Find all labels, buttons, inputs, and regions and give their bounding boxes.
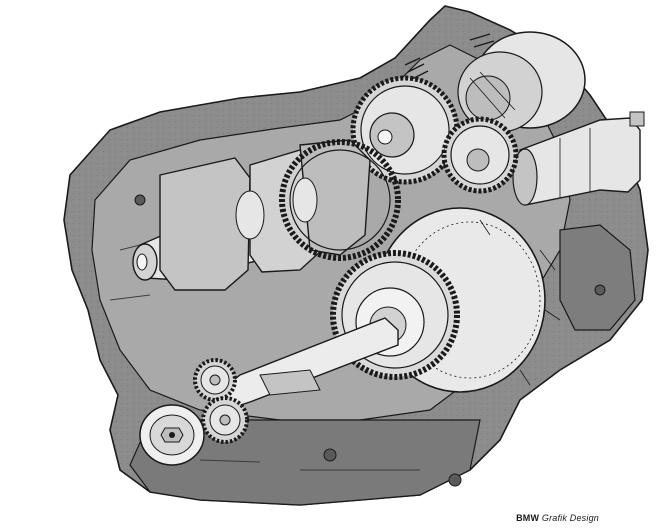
- oil-pump-gear: [193, 358, 237, 402]
- idler-gear: [441, 116, 519, 194]
- illustration-credit: BMW Grafik Design: [516, 513, 599, 523]
- valve-springs: [404, 33, 495, 80]
- upper-timing-gear: [350, 75, 460, 185]
- crankshaft-gear: [279, 139, 401, 261]
- starter-motor: [512, 111, 645, 206]
- front-pulley: [139, 404, 205, 466]
- credit-text: Grafik Design: [541, 513, 599, 523]
- credit-brand: BMW: [516, 513, 540, 523]
- alternator: [457, 31, 586, 133]
- balance-shaft: [214, 317, 399, 411]
- lower-drive-gear: [201, 396, 249, 444]
